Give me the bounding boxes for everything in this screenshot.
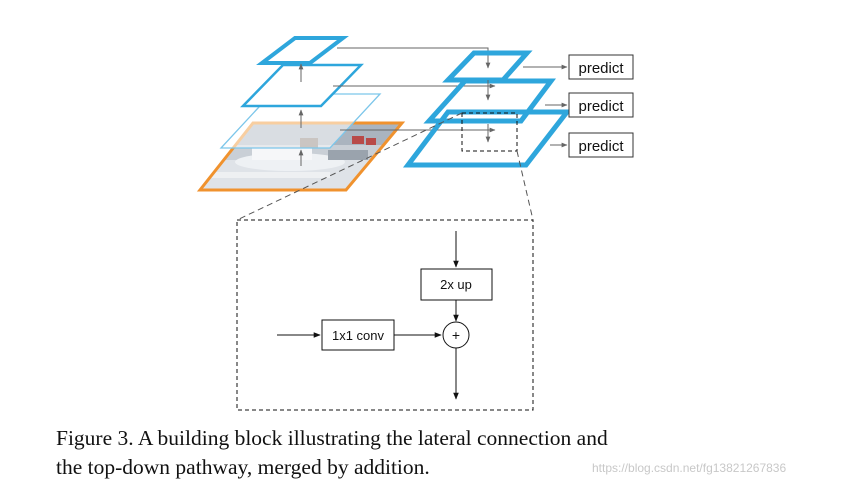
top-down-pyramid <box>402 50 573 168</box>
highlighted-merge-region <box>461 112 518 152</box>
lateral-connection-top <box>337 47 491 69</box>
predict-label-3: predict <box>578 138 624 155</box>
predict-box-1 <box>568 54 634 80</box>
upsample-label: 2x up <box>440 277 472 292</box>
building-block-detail: 2x up 1x1 conv + <box>236 219 534 411</box>
caption-line-1: Figure 3. A building block illustrating … <box>56 426 608 450</box>
upsample-box <box>420 268 493 301</box>
top-down-level-3 <box>442 50 533 83</box>
bottom-up-level-2 <box>240 63 364 108</box>
building-block-frame <box>236 219 534 411</box>
zoom-connector-right <box>516 150 534 221</box>
conv1x1-label: 1x1 conv <box>332 328 385 343</box>
caption-line-2: the top-down pathway, merged by addition… <box>56 455 430 479</box>
figure-caption: Figure 3. A building block illustrating … <box>56 424 796 482</box>
predict-box-3 <box>568 132 634 158</box>
predict-label-1: predict <box>578 60 624 77</box>
addition-symbol: + <box>452 327 460 343</box>
predict-box-2 <box>568 92 634 118</box>
bottom-up-level-3 <box>256 36 349 65</box>
top-down-level-2 <box>423 78 556 124</box>
bottom-up-pyramid <box>196 36 406 192</box>
lateral-connections <box>333 47 496 133</box>
prediction-heads: predict predict predict <box>523 54 634 158</box>
predict-label-2: predict <box>578 98 624 115</box>
watermark-url: https://blog.csdn.net/fg13821267836 <box>592 461 787 475</box>
zoom-connector-left <box>236 112 463 221</box>
